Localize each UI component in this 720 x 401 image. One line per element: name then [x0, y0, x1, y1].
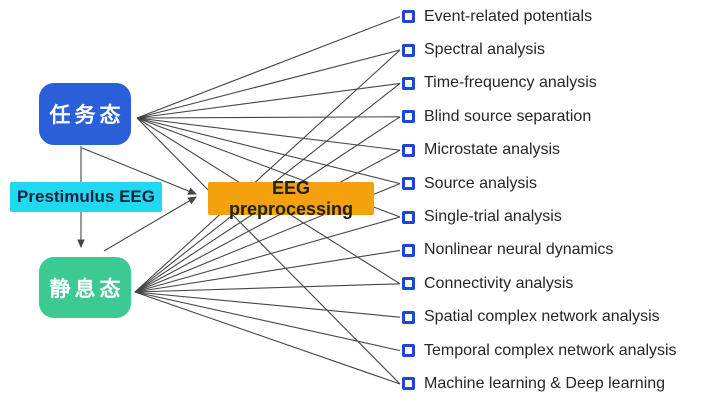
method-item[interactable]: Source analysis	[402, 167, 720, 200]
method-item[interactable]: Nonlinear neural dynamics	[402, 234, 720, 267]
connector-line	[81, 147, 198, 195]
method-item[interactable]: Single-trial analysis	[402, 200, 720, 233]
connector-line	[134, 49, 401, 293]
square-bullet-icon	[402, 177, 415, 191]
node-task-state[interactable]: 任务态	[39, 83, 131, 145]
method-item-label: Time-frequency analysis	[424, 74, 597, 92]
connector-line	[136, 49, 401, 119]
method-item-label: Machine learning & Deep learning	[424, 374, 666, 392]
method-item-label: Temporal complex network analysis	[424, 341, 677, 359]
method-item[interactable]: Connectivity analysis	[402, 267, 720, 300]
connector-line	[136, 117, 401, 151]
connector-line	[134, 291, 401, 385]
square-bullet-icon	[402, 110, 415, 124]
method-item-label: Blind source separation	[424, 107, 592, 125]
square-bullet-icon	[402, 277, 415, 291]
resting-state-label: 静息态	[49, 277, 125, 301]
connector-line	[136, 116, 401, 119]
connector-line	[136, 16, 401, 119]
method-item[interactable]: Temporal complex network analysis	[402, 334, 720, 367]
square-bullet-icon	[402, 143, 415, 157]
method-item-label: Source analysis	[424, 174, 537, 192]
square-bullet-icon	[402, 10, 415, 24]
method-item[interactable]: Time-frequency analysis	[402, 67, 720, 100]
connector-line	[134, 249, 401, 293]
connector-line	[136, 117, 401, 385]
square-bullet-icon	[402, 344, 415, 358]
method-item[interactable]: Spatial complex network analysis	[402, 301, 720, 334]
method-item[interactable]: Spectral analysis	[402, 33, 720, 66]
connector-line	[134, 149, 401, 293]
task-state-label: 任务态	[49, 104, 125, 127]
method-item-label: Single-trial analysis	[424, 208, 562, 226]
method-item-label: Spatial complex network analysis	[424, 308, 660, 326]
connector-line	[136, 82, 401, 119]
connector-line	[134, 283, 401, 293]
method-item[interactable]: Microstate analysis	[402, 134, 720, 167]
square-bullet-icon	[402, 43, 415, 57]
connector-line	[134, 291, 401, 318]
method-item[interactable]: Blind source separation	[402, 100, 720, 133]
connector-line	[136, 117, 401, 185]
method-item-label: Event-related potentials	[424, 7, 593, 25]
preprocessing-label: EEG preprocessing	[228, 177, 354, 219]
square-bullet-icon	[402, 377, 415, 391]
method-item[interactable]: Machine learning & Deep learning	[402, 367, 720, 400]
method-item[interactable]: Event-related potentials	[402, 0, 720, 33]
square-bullet-icon	[402, 210, 415, 224]
connector-line	[103, 196, 197, 252]
node-resting-state[interactable]: 静息态	[39, 257, 131, 318]
square-bullet-icon	[402, 76, 415, 90]
method-item-label: Nonlinear neural dynamics	[424, 241, 614, 259]
connector-line	[134, 291, 401, 352]
node-eeg-preprocessing[interactable]: EEG preprocessing	[208, 178, 374, 219]
method-item-label: Connectivity analysis	[424, 274, 574, 292]
square-bullet-icon	[402, 243, 415, 257]
connector-line	[134, 216, 401, 293]
node-prestimulus-eeg[interactable]: Prestimulus EEG	[10, 182, 162, 212]
method-item-label: Spectral analysis	[424, 41, 545, 59]
square-bullet-icon	[402, 310, 415, 324]
prestimulus-label: Prestimulus EEG	[17, 187, 155, 206]
method-item-label: Microstate analysis	[424, 141, 561, 159]
